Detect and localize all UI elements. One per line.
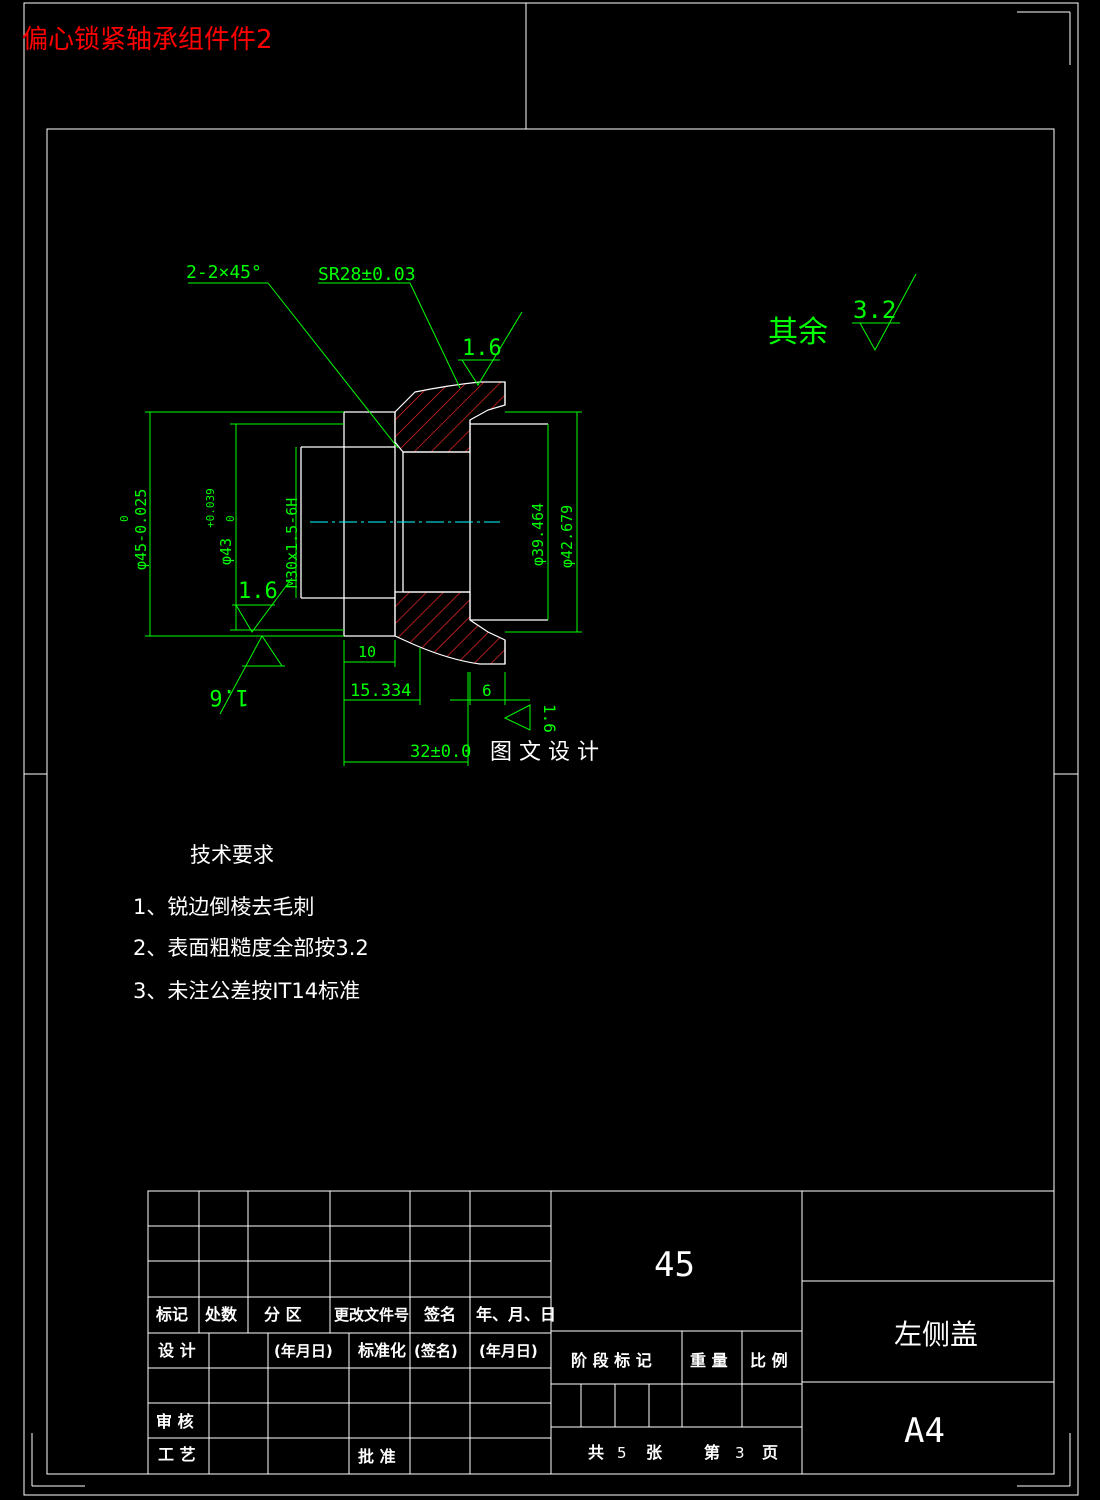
tb-date1: (年月日) bbox=[274, 1342, 333, 1360]
dim-bore-tol-upper: +0.039 bbox=[204, 488, 217, 528]
dimension-lines bbox=[145, 282, 582, 766]
tb-process: 工 艺 bbox=[158, 1445, 196, 1464]
tb-page-b: 页 bbox=[762, 1443, 778, 1462]
dim-d1: φ39.464 bbox=[529, 503, 547, 566]
other-roughness-label: 其余 bbox=[768, 315, 828, 350]
dim-bore-tol-lower: 0 bbox=[224, 515, 237, 522]
dim-len-15: 15.334 bbox=[350, 681, 411, 701]
tb-docno: 更改文件号 bbox=[334, 1306, 409, 1324]
tb-approve: 批 准 bbox=[358, 1447, 396, 1466]
title-block bbox=[147, 1190, 1055, 1475]
tb-total-a: 共 bbox=[588, 1443, 604, 1462]
tb-count: 处数 bbox=[204, 1305, 238, 1324]
tb-design: 设 计 bbox=[158, 1341, 196, 1360]
roughness-top-value: 1.6 bbox=[462, 336, 502, 361]
dim-bore-dia: φ43 bbox=[217, 538, 235, 565]
roughness-bottom-value: 1.6 bbox=[209, 684, 249, 709]
tb-date2: (年月日) bbox=[479, 1342, 538, 1360]
tb-mark: 标记 bbox=[155, 1305, 188, 1324]
dim-len-32: 32±0.0 bbox=[410, 742, 471, 762]
section-hatch-bottom bbox=[394, 591, 506, 665]
tb-date: 年、月、日 bbox=[476, 1305, 556, 1324]
tb-sign2: (签名) bbox=[414, 1342, 458, 1360]
tb-page-a: 第 bbox=[704, 1443, 720, 1462]
roughness-symbols bbox=[219, 273, 917, 731]
tech-title: 技术要求 bbox=[190, 843, 274, 867]
tech-item: 3、未注公差按IT14标准 bbox=[133, 979, 360, 1003]
tb-review: 审 核 bbox=[156, 1412, 194, 1431]
drawing-title: 偏心锁紧轴承组件件2 bbox=[22, 25, 273, 55]
roughness-right-value: 1.6 bbox=[540, 704, 559, 733]
watermark: 图 文 设 计 bbox=[490, 740, 599, 765]
dim-outer-dia: φ45-0.025 bbox=[132, 489, 150, 570]
chamfer-note: 2-2×45° bbox=[186, 262, 262, 283]
tb-zone: 分 区 bbox=[264, 1305, 302, 1324]
tb-sign: 签名 bbox=[423, 1305, 456, 1324]
dim-thread: M30x1.5-6H bbox=[283, 498, 301, 588]
tb-part-name: 左侧盖 bbox=[894, 1318, 978, 1351]
tb-standard: 标准化 bbox=[357, 1341, 406, 1360]
dim-d2: φ42.679 bbox=[558, 505, 576, 568]
tech-item: 1、锐边倒棱去毛刺 bbox=[133, 895, 314, 919]
tb-scale: 比 例 bbox=[750, 1351, 788, 1370]
tb-total-b: 张 bbox=[646, 1443, 663, 1462]
tb-weight: 重 量 bbox=[690, 1351, 728, 1370]
dim-outer-dia-tol: 0 bbox=[118, 515, 131, 522]
other-roughness-value: 3.2 bbox=[853, 296, 896, 324]
sphere-radius: SR28±0.03 bbox=[318, 264, 416, 285]
part-section-view bbox=[300, 381, 548, 665]
section-hatch-top bbox=[394, 381, 506, 453]
roughness-left-value: 1.6 bbox=[238, 579, 278, 604]
tb-stage: 阶 段 标 记 bbox=[571, 1351, 652, 1370]
tb-total-n: 5 bbox=[617, 1444, 627, 1462]
tb-size: A4 bbox=[904, 1411, 945, 1451]
dim-len-6: 6 bbox=[482, 681, 492, 700]
dim-len-10: 10 bbox=[358, 643, 376, 661]
tb-material: 45 bbox=[654, 1245, 695, 1285]
tech-item: 2、表面粗糙度全部按3.2 bbox=[133, 936, 369, 960]
tb-page-n: 3 bbox=[735, 1444, 745, 1462]
